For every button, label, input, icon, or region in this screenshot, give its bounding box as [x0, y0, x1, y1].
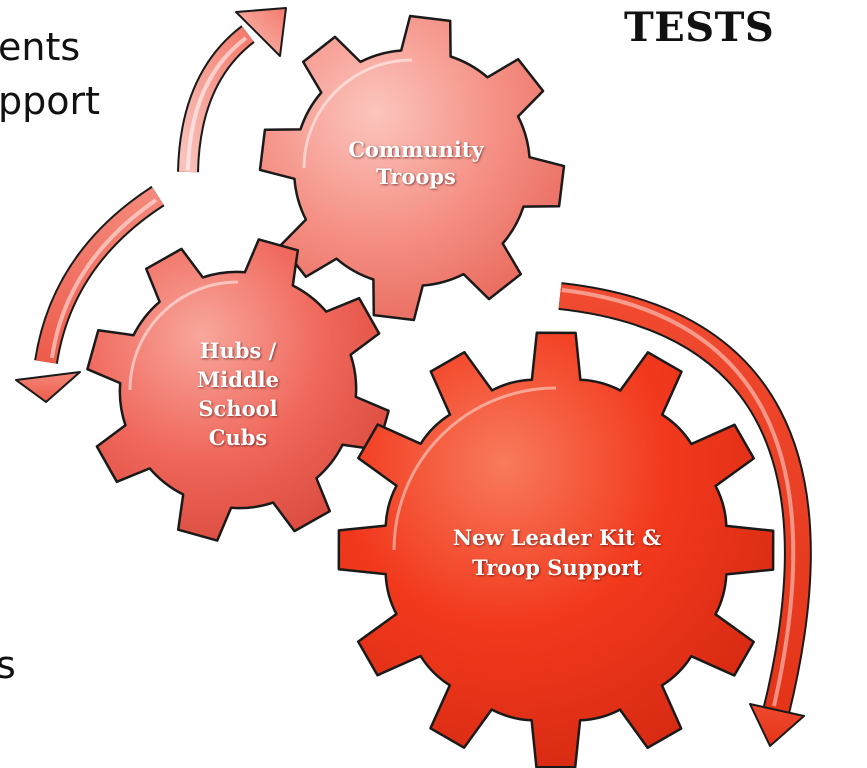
gear-label-line: New Leader Kit & [452, 525, 662, 550]
gear-label-line: School [198, 396, 278, 421]
gear-label-line: Hubs / [199, 338, 277, 363]
gear-label-line: Community [348, 137, 484, 162]
gear-label-line: Troop Support [472, 555, 642, 580]
gear-label-hubs: Hubs / Middle School Cubs [168, 336, 308, 452]
gear-label-line: Middle [197, 367, 279, 392]
cycle-arrow-left [15, 185, 165, 403]
cropped-text-fragment: ents [0, 25, 81, 69]
gear-community-troops [258, 14, 566, 322]
cropped-text-fragment: s [0, 643, 16, 687]
gear-new-leader-kit [337, 331, 775, 768]
cropped-text-fragment: pport [0, 79, 101, 123]
gear-label-community-troops: Community Troops [326, 136, 506, 190]
gear-hubs-middle-school-cubs [86, 238, 390, 542]
cycle-arrow-top [177, 7, 287, 173]
gear-label-line: Troops [376, 164, 456, 189]
gear-label-new-leader-kit: New Leader Kit & Troop Support [412, 523, 702, 583]
gear-label-line: Cubs [208, 425, 268, 450]
page-heading: TESTS [624, 4, 775, 51]
cycle-arrow-right [558, 282, 812, 747]
